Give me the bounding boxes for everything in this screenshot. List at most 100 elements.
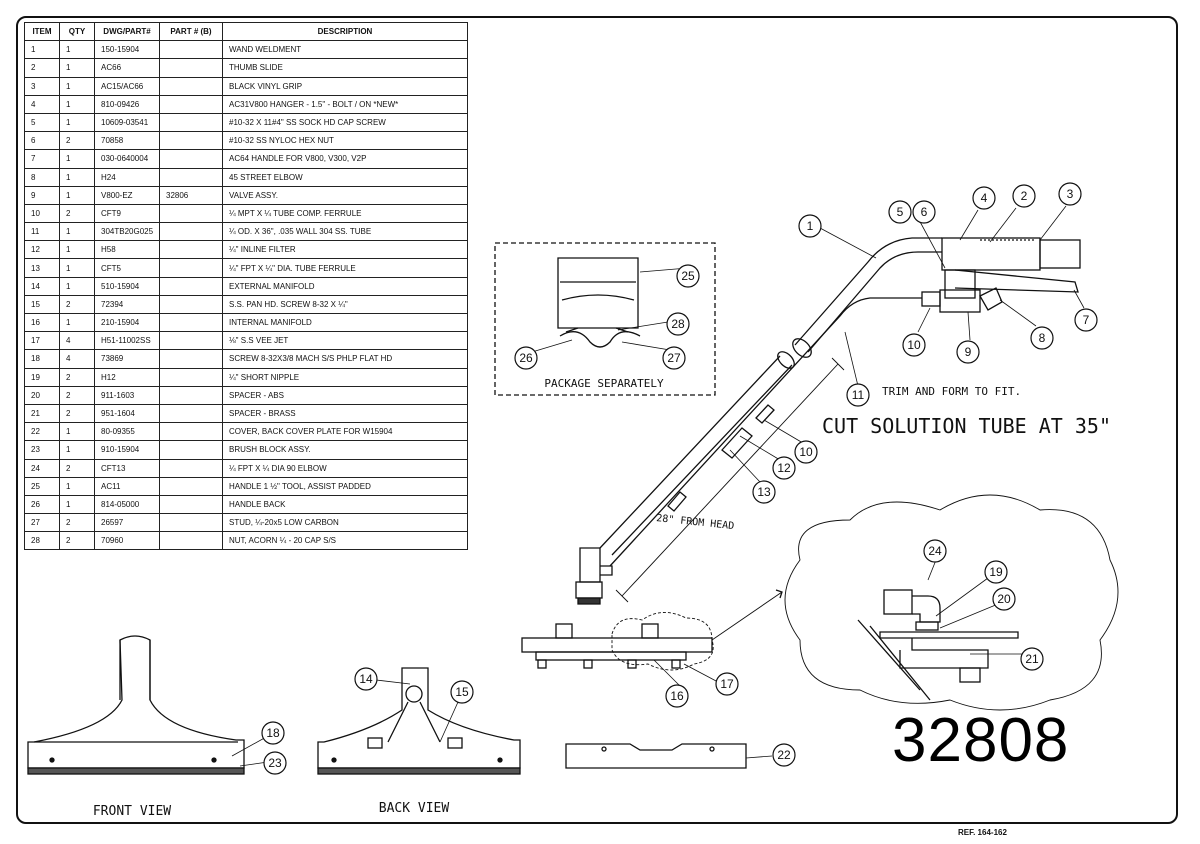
bom-cell-description: SPACER - ABS bbox=[222, 385, 468, 405]
item-balloon-circle bbox=[1030, 326, 1054, 350]
assist-handle-part bbox=[557, 257, 639, 329]
item-balloon-circle bbox=[1058, 182, 1082, 206]
item-balloon-circle bbox=[956, 340, 980, 364]
item-balloon-circle bbox=[514, 346, 538, 370]
back-cover-plate bbox=[565, 743, 747, 769]
item-balloon-number: 12 bbox=[777, 461, 791, 475]
back-view-label: BACK VIEW bbox=[379, 801, 450, 816]
front-view-label: FRONT VIEW bbox=[93, 804, 171, 819]
item-balloon-number: 26 bbox=[519, 351, 533, 365]
bom-cell-description: AC31V800 HANGER - 1.5" - BOLT / ON *NEW* bbox=[222, 94, 468, 114]
item-balloon-circle bbox=[912, 200, 936, 224]
back-view bbox=[317, 667, 521, 775]
item-balloon-number: 10 bbox=[907, 338, 921, 352]
trigger-handle bbox=[954, 269, 1079, 293]
valve-hanger bbox=[944, 269, 976, 299]
item-balloon-number: 9 bbox=[965, 345, 972, 359]
item-balloon-circle bbox=[798, 214, 822, 238]
item-balloon-circle bbox=[665, 684, 689, 708]
bom-cell-description: SCREW 8-32X3/8 MACH S/S PHLP FLAT HD bbox=[222, 349, 468, 369]
item-balloon-number: 11 bbox=[852, 388, 865, 402]
street-elbow bbox=[979, 287, 1003, 311]
item-balloon-number: 4 bbox=[981, 191, 988, 205]
item-balloon-circle bbox=[794, 440, 818, 464]
item-balloon-circle bbox=[676, 264, 700, 288]
item-balloon-circle bbox=[923, 539, 947, 563]
item-balloon-number: 13 bbox=[757, 485, 771, 499]
brush-block-side bbox=[521, 612, 714, 671]
wand-grip-body bbox=[941, 237, 1041, 271]
cut-tube-note: CUT SOLUTION TUBE AT 35" bbox=[822, 414, 1111, 438]
item-balloon-number: 16 bbox=[670, 689, 684, 703]
item-balloon-number: 25 bbox=[681, 269, 695, 283]
bom-cell-description: EXTERNAL MANIFOLD bbox=[222, 276, 468, 296]
wand-lower-tube bbox=[599, 355, 793, 556]
item-balloon-number: 24 bbox=[928, 544, 942, 558]
bom-cell-dwg: AC11 bbox=[94, 476, 160, 496]
front-view bbox=[27, 635, 245, 775]
detail-cloud bbox=[784, 494, 1119, 711]
bom-cell-item: 20 bbox=[24, 385, 60, 405]
item-balloon-number: 10 bbox=[799, 445, 813, 459]
item-balloon-number: 2 bbox=[1021, 189, 1028, 203]
bom-cell-qty: 2 bbox=[59, 403, 95, 424]
bom-cell-description: ¼ FPT X ¼ DIA 90 ELBOW bbox=[222, 458, 468, 478]
trim-note: TRIM AND FORM TO FIT. bbox=[882, 385, 1021, 398]
item-balloon-circle bbox=[846, 383, 870, 407]
item-balloon-circle bbox=[1074, 308, 1098, 332]
item-balloon-circle bbox=[261, 721, 285, 745]
item-balloon-number: 1 bbox=[807, 219, 814, 233]
bom-cell-description: BRUSH BLOCK ASSY. bbox=[222, 440, 468, 460]
vinyl-grip bbox=[1039, 239, 1081, 269]
item-balloon-number: 7 bbox=[1083, 313, 1090, 327]
bom-cell-description: BLACK VINYL GRIP bbox=[222, 76, 468, 96]
item-balloon-circle bbox=[354, 667, 378, 691]
bom-cell-description: THUMB SLIDE bbox=[222, 58, 468, 78]
item-balloon-circle bbox=[992, 587, 1016, 611]
bom-cell-item: 16 bbox=[24, 312, 60, 333]
external-manifold bbox=[405, 685, 423, 703]
bom-cell-description: S.S. PAN HD. SCREW 8-32 X ¼" bbox=[222, 294, 468, 315]
bom-cell-item: 4 bbox=[24, 94, 60, 114]
item-balloon-number: 8 bbox=[1039, 331, 1046, 345]
bom-cell-qty: 1 bbox=[59, 440, 95, 460]
assembly-part-number: 32808 bbox=[892, 706, 1070, 775]
bom-cell-qty: 1 bbox=[59, 258, 95, 278]
dimension-28-label: 28" FROM HEAD bbox=[656, 513, 735, 532]
item-balloon-circle bbox=[772, 743, 796, 767]
wand-head-connector bbox=[579, 547, 601, 583]
item-balloon-number: 20 bbox=[997, 592, 1011, 606]
bom-cell-item: 28 bbox=[24, 531, 60, 551]
bom-cell-description: NUT, ACORN ¼ - 20 CAP S/S bbox=[222, 531, 468, 551]
wand-upper-tube bbox=[794, 237, 942, 353]
item-balloon-number: 21 bbox=[1025, 652, 1039, 666]
inline-filter bbox=[721, 427, 753, 459]
bom-cell-item: 21 bbox=[24, 403, 60, 424]
item-balloon-circle bbox=[450, 680, 474, 704]
item-balloon-circle bbox=[715, 672, 739, 696]
bom-cell-dwg: 80-09355 bbox=[94, 422, 160, 442]
item-balloon-circle bbox=[984, 560, 1008, 584]
item-balloon-circle bbox=[752, 480, 776, 504]
bom-cell-qty: 1 bbox=[59, 476, 95, 496]
item-balloon-number: 3 bbox=[1067, 187, 1074, 201]
valve-assembly bbox=[939, 289, 981, 313]
item-balloon-circle bbox=[902, 333, 926, 357]
